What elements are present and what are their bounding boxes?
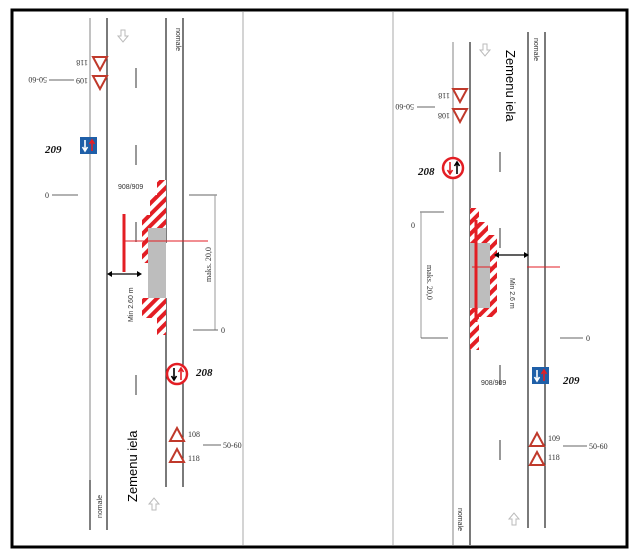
zero-mark: 0 — [586, 334, 590, 343]
roadworks-sign-icon — [168, 446, 186, 463]
narrowing-sign-icon — [451, 108, 469, 125]
give-way-oncoming-sign-208-icon — [165, 362, 189, 386]
shoulder-label: nomale — [97, 495, 104, 518]
speed-label: 50-60 — [395, 102, 414, 111]
narrowing-sign-icon — [91, 75, 109, 92]
sign-code-209: 209 — [562, 375, 580, 387]
sign-code: 109 — [548, 434, 560, 443]
marking-code: 908/909 — [118, 184, 143, 191]
left-scheme: nomale nomale 118 109 50-60 209 0 908/90… — [28, 18, 242, 530]
shoulder-label: nomale — [456, 508, 463, 531]
roadworks-sign-icon — [91, 56, 109, 73]
narrowing-sign-icon — [168, 425, 186, 442]
sign-code-208: 208 — [195, 367, 213, 379]
frame-border — [10, 8, 629, 549]
narrowing-sign-icon — [528, 430, 546, 447]
sign-code: 108 — [438, 111, 450, 120]
direction-arrow-down-icon — [116, 29, 130, 43]
roadworks-sign-icon — [528, 449, 546, 466]
sign-code: 118 — [76, 58, 88, 67]
direction-arrow-up-icon — [147, 497, 161, 511]
max-length-label: maks. 20,0 — [425, 265, 434, 300]
speed-label: 50-60 — [28, 75, 47, 84]
work-zone — [470, 243, 490, 308]
priority-oncoming-sign-209-icon — [80, 137, 97, 154]
max-length-label: maks. 20,0 — [204, 247, 213, 282]
zero-mark: 0 — [221, 326, 225, 335]
marking-code: 908/909 — [481, 380, 506, 387]
sign-code-209: 209 — [44, 144, 62, 156]
speed-label: 50-60 — [223, 441, 242, 450]
min-width-label: Min 2.6 m — [508, 278, 515, 309]
street-name: Zemenu iela — [503, 50, 518, 122]
zero-mark: 0 — [411, 221, 415, 230]
right-scheme: nomale nomale Zemenu iela 118 108 50-60 … — [395, 32, 608, 545]
give-way-oncoming-sign-208-icon — [441, 156, 465, 180]
sign-code: 109 — [76, 76, 88, 85]
speed-label: 50-60 — [589, 442, 608, 451]
direction-arrow-up-icon — [507, 512, 521, 526]
shoulder-label: nomale — [532, 38, 539, 61]
sign-code-208: 208 — [417, 166, 435, 178]
sign-code: 118 — [188, 454, 200, 463]
sign-code: 118 — [548, 453, 560, 462]
direction-arrow-down-icon — [478, 43, 492, 57]
zero-mark: 0 — [45, 191, 49, 200]
street-name: Zemenu iela — [125, 430, 140, 502]
priority-oncoming-sign-209-icon — [532, 367, 549, 384]
shoulder-label: nomale — [174, 28, 181, 51]
roadworks-sign-icon — [451, 88, 469, 105]
work-zone — [148, 228, 166, 298]
min-width-label: Min 2.60 m — [128, 287, 135, 322]
sign-code: 118 — [438, 91, 450, 100]
sign-code: 108 — [188, 430, 200, 439]
